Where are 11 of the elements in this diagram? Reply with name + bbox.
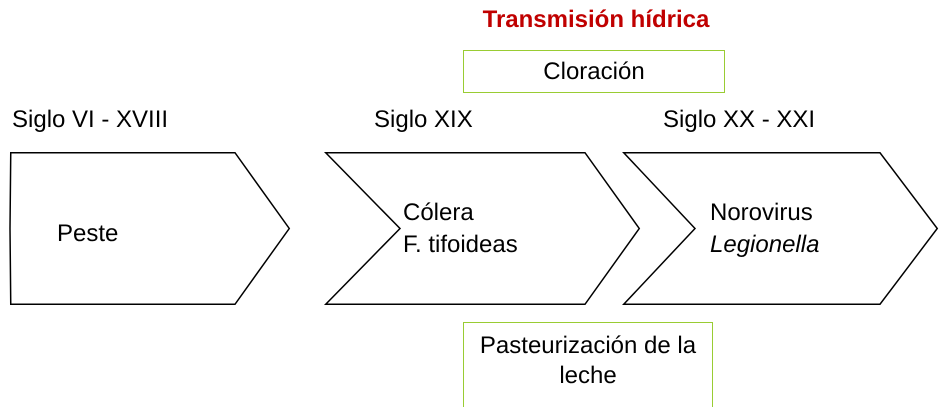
period-label: Siglo VI - XVIII xyxy=(12,106,168,134)
node-label: Cólera xyxy=(403,198,474,228)
node-label: F. tifoideas xyxy=(403,230,518,260)
node-label: Peste xyxy=(57,219,118,249)
intervention-box: Pasteurización de la leche xyxy=(463,322,713,407)
node-label: Legionella xyxy=(710,230,820,260)
title: Transmisión hídrica xyxy=(482,6,710,34)
node-label: Norovirus xyxy=(710,198,813,228)
intervention-box: Cloración xyxy=(463,50,725,93)
period-label: Siglo XIX xyxy=(374,106,473,134)
period-label: Siglo XX - XXI xyxy=(663,106,816,134)
